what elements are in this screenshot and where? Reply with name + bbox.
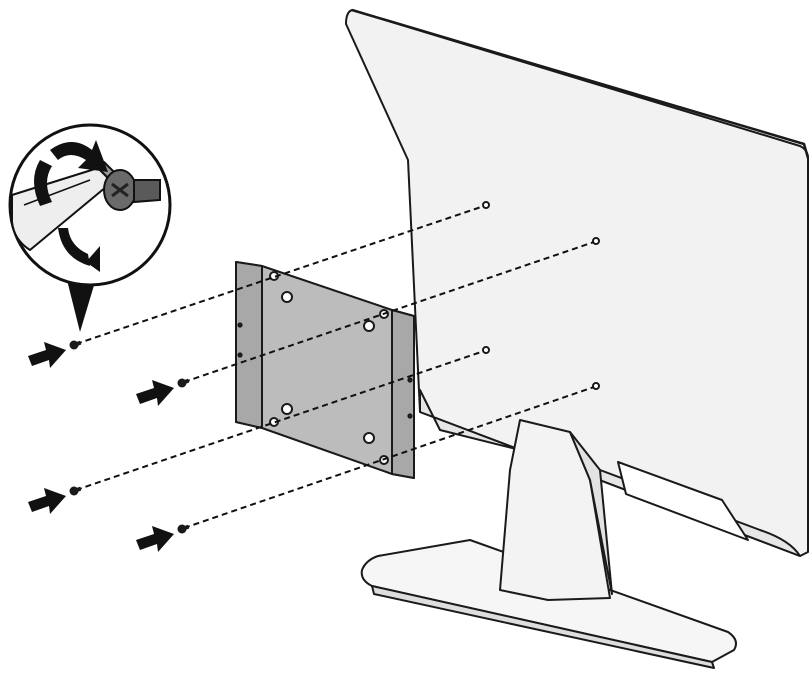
push-arrow-icon [136,526,174,552]
monitor-hole [483,347,489,353]
plate-hole [282,404,292,414]
plate-hole [364,321,374,331]
screw-icon [70,487,82,496]
plate-small-hole [408,378,411,381]
plate-small-hole [238,323,241,326]
monitor-hole [593,383,599,389]
plate-small-hole [408,414,411,417]
plate-hole [364,433,374,443]
plate-hole [282,292,292,302]
screwdriver-detail-callout [10,125,170,332]
screw-icon [178,525,190,534]
screw-icon [178,379,190,388]
monitor-hole [593,238,599,244]
push-arrow-icon [136,380,174,406]
screw-icon [70,341,82,350]
push-arrows [28,342,174,552]
push-arrow-icon [28,342,66,368]
push-arrow-icon [28,488,66,514]
screws [70,341,190,534]
plate-left-flange [236,262,262,428]
vesa-mount-plate [236,262,414,478]
monitor-hole [483,202,489,208]
plate-small-hole [238,353,241,356]
